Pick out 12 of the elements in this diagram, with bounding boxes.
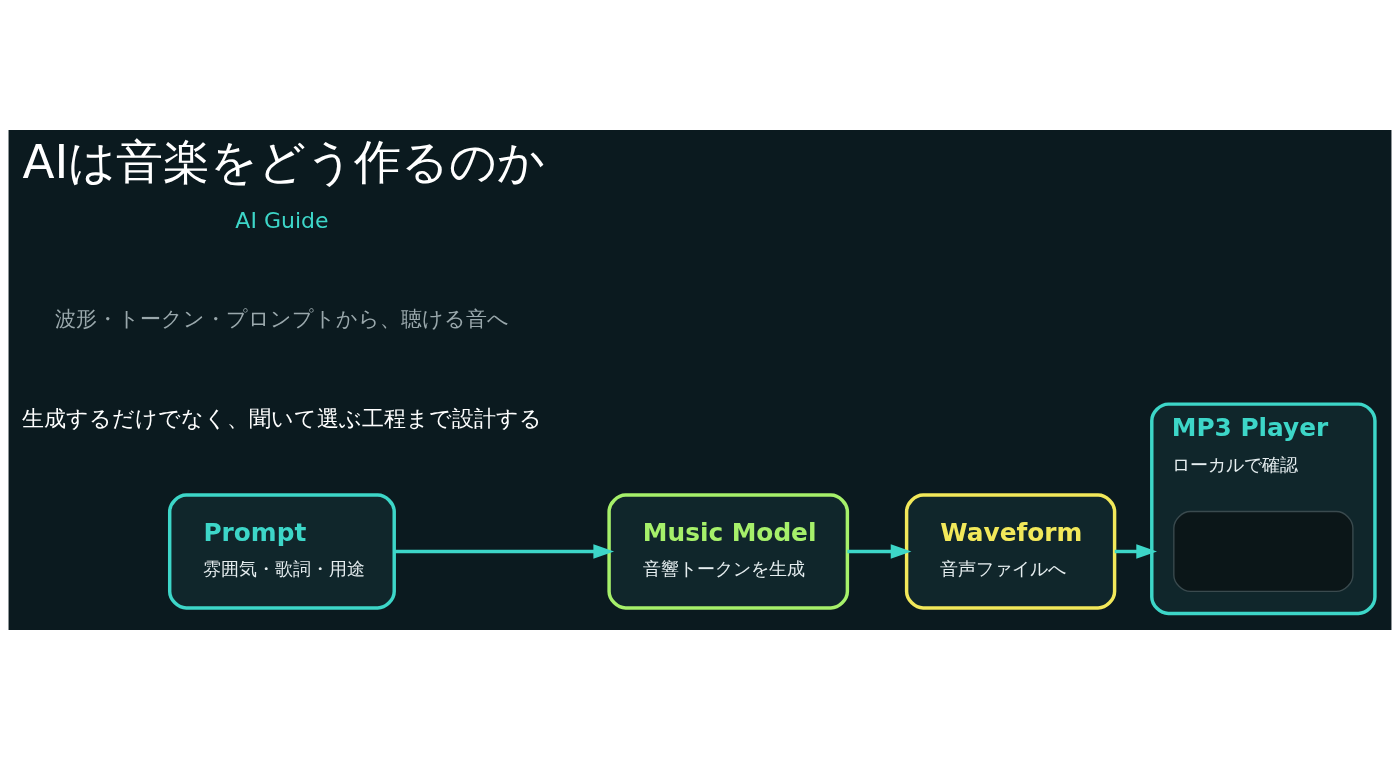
diagram-title: AIは音楽をどう作るのか (22, 135, 546, 190)
arrow (847, 544, 912, 559)
label: 生成するだけでなく、聞いて選ぶ工程まで設計する (21, 405, 542, 431)
label: 波形・トークン・プロンプトから、聴ける音へ (54, 307, 509, 332)
label: AI Guide (235, 207, 329, 233)
node-box: Prompt 雰囲気・歌詞・用途 (168, 493, 396, 610)
arrow (394, 544, 615, 559)
cluster: MP3 Player ローカルで確認 (1150, 402, 1377, 616)
node-box: Music Model 音響トークンを生成 (607, 493, 850, 610)
node-box: Waveform 音声ファイルへ (904, 493, 1117, 610)
arrow (1114, 544, 1157, 559)
node-box (1173, 510, 1354, 593)
